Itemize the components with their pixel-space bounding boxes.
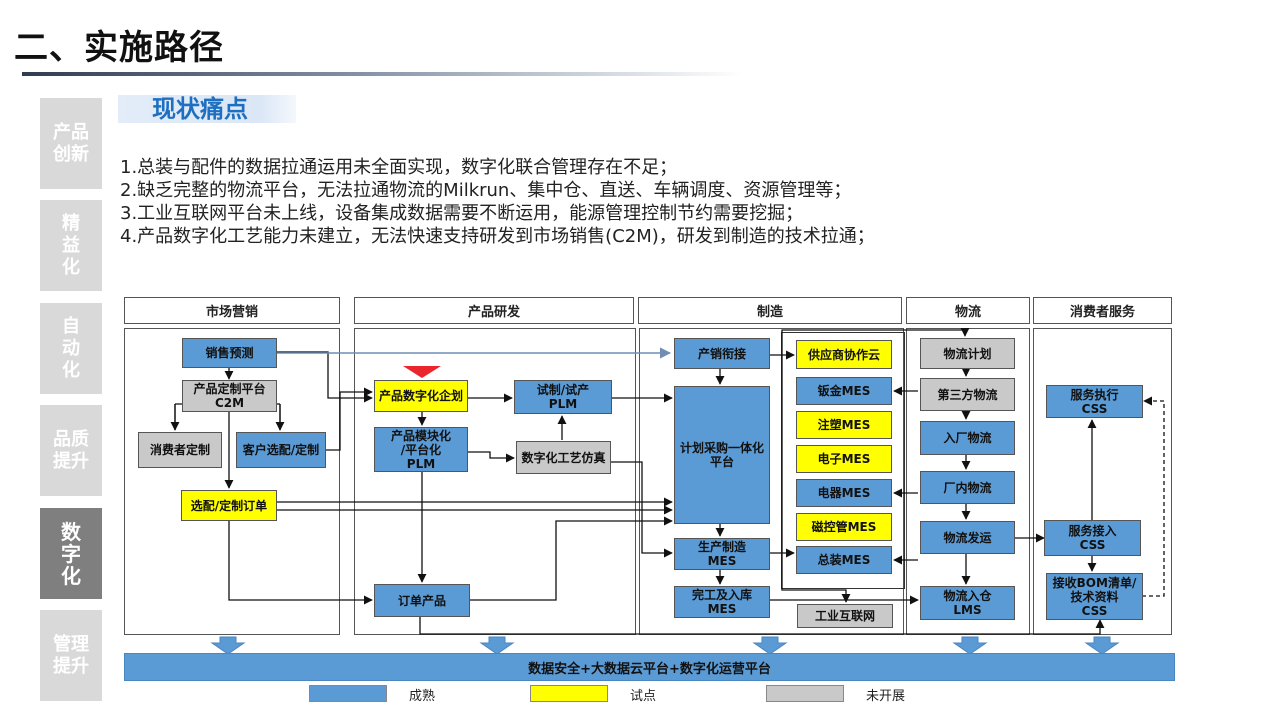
- node-service-access[interactable]: 服务接入 CSS: [1044, 520, 1141, 556]
- side-tab-label: 自 动 化: [62, 315, 80, 381]
- column-header-manufacturing: 制造: [638, 297, 902, 324]
- node-label: 工业互联网: [814, 609, 875, 623]
- legend-swatch-not-started: [766, 685, 844, 702]
- node-finish-mes[interactable]: 完工及入库 MES: [674, 586, 770, 618]
- node-sheet-metal-mes[interactable]: 钣金MES: [796, 377, 892, 405]
- node-label: 物流入仓 LMS: [943, 589, 992, 617]
- node-label: 选配/定制订单: [190, 498, 268, 513]
- node-lms[interactable]: 物流入仓 LMS: [920, 586, 1015, 620]
- node-sales-link[interactable]: 产销衔接: [674, 338, 770, 369]
- node-service-exec[interactable]: 服务执行 CSS: [1046, 385, 1143, 418]
- side-tab-quality[interactable]: 品质 提升: [40, 405, 102, 496]
- node-label: 数字化工艺仿真: [521, 450, 606, 465]
- node-label: 产品模块化 /平台化 PLM: [390, 428, 451, 471]
- side-tab-lean[interactable]: 精 益 化: [40, 200, 102, 291]
- issue-item: 4.产品数字化工艺能力未建立，无法快速支持研发到市场销售(C2M)，研发到制造的…: [120, 226, 875, 247]
- node-label: 消费者定制: [149, 443, 210, 457]
- column-header-logistics: 物流: [906, 297, 1030, 324]
- node-third-party-logistics[interactable]: 第三方物流: [920, 378, 1015, 411]
- node-appliance-mes[interactable]: 电器MES: [796, 479, 892, 507]
- node-label: 钣金MES: [817, 384, 871, 398]
- node-label: 试制/试产 PLM: [536, 383, 590, 411]
- node-label: 接收BOM清单/ 技术资料 CSS: [1052, 575, 1137, 618]
- node-label: 电子MES: [817, 452, 871, 466]
- node-label: 厂内物流: [943, 480, 992, 495]
- node-assembly-mes[interactable]: 总装MES: [796, 546, 892, 574]
- node-dispatch[interactable]: 物流发运: [920, 521, 1015, 554]
- node-label: 物流发运: [943, 530, 992, 545]
- node-magnetron-mes[interactable]: 磁控管MES: [796, 513, 892, 541]
- node-label: 计划采购一体化 平台: [679, 441, 764, 469]
- node-plm-module[interactable]: 产品模块化 /平台化 PLM: [374, 427, 468, 472]
- node-custom-order[interactable]: 选配/定制订单: [181, 490, 277, 521]
- node-label: 注塑MES: [817, 418, 871, 432]
- issue-item: 1.总装与配件的数据拉通运用未全面实现，数字化联合管理存在不足；: [120, 157, 678, 178]
- node-industrial-internet[interactable]: 工业互联网: [797, 604, 893, 628]
- side-tab-label: 管理 提升: [53, 633, 89, 677]
- node-inbound-logistics[interactable]: 入厂物流: [920, 421, 1015, 455]
- node-supplier-cloud[interactable]: 供应商协作云: [796, 340, 892, 369]
- column-frame-marketing: [124, 328, 340, 635]
- node-c2m-platform[interactable]: 产品定制平台 C2M: [182, 380, 277, 412]
- node-label: 入厂物流: [943, 431, 992, 445]
- side-tab-automation[interactable]: 自 动 化: [40, 303, 102, 394]
- node-production-mes[interactable]: 生产制造 MES: [674, 538, 770, 570]
- node-label: 服务执行 CSS: [1070, 387, 1119, 416]
- column-header-consumer-service: 消费者服务: [1033, 297, 1172, 324]
- node-trial-plm[interactable]: 试制/试产 PLM: [514, 380, 612, 414]
- page-title: 二、实施路径: [14, 28, 224, 68]
- node-purchase-plan[interactable]: 计划采购一体化 平台: [674, 386, 770, 524]
- column-header-rnd: 产品研发: [354, 297, 634, 324]
- side-tab-label: 数 字 化: [61, 519, 81, 588]
- node-consumer-custom[interactable]: 消费者定制: [138, 432, 222, 468]
- legend-label-not-started: 未开展: [866, 689, 906, 704]
- node-customer-select[interactable]: 客户选配/定制: [236, 432, 326, 468]
- node-label: 物流计划: [943, 346, 992, 361]
- legend-swatch-mature: [309, 685, 387, 702]
- node-label: 电器MES: [817, 486, 871, 500]
- legend-label-pilot: 试点: [630, 689, 657, 704]
- section-label: 现状痛点: [118, 95, 296, 123]
- node-label: 销售预测: [205, 346, 254, 360]
- node-label: 产销衔接: [697, 346, 746, 361]
- side-tab-digitalization[interactable]: 数 字 化: [40, 508, 102, 599]
- node-digital-planning[interactable]: 产品数字化企划: [374, 380, 468, 412]
- node-logistics-plan[interactable]: 物流计划: [920, 338, 1015, 369]
- node-sales-forecast[interactable]: 销售预测: [182, 338, 277, 368]
- node-order-product[interactable]: 订单产品: [374, 584, 470, 617]
- node-label: 总装MES: [817, 553, 871, 567]
- node-label: 完工及入库 MES: [691, 588, 752, 616]
- node-in-plant-logistics[interactable]: 厂内物流: [920, 471, 1015, 504]
- node-label: 供应商协作云: [807, 347, 880, 362]
- title-underline: [22, 72, 742, 76]
- node-label: 订单产品: [397, 593, 446, 608]
- node-label: 服务接入 CSS: [1068, 524, 1117, 552]
- issue-item: 3.工业互联网平台未上线，设备集成数据需要不断运用，能源管理控制节约需要挖掘；: [120, 203, 804, 224]
- legend-label-mature: 成熟: [409, 689, 436, 704]
- node-label: 磁控管MES: [811, 520, 877, 534]
- column-header-marketing: 市场营销: [124, 297, 340, 324]
- node-label: 客户选配/定制: [242, 443, 320, 457]
- node-injection-mes[interactable]: 注塑MES: [796, 411, 892, 439]
- node-bom-css[interactable]: 接收BOM清单/ 技术资料 CSS: [1046, 573, 1143, 620]
- side-tab-label: 精 益 化: [62, 212, 80, 278]
- side-tab-label: 产品 创新: [53, 121, 89, 165]
- node-label: 第三方物流: [937, 387, 998, 402]
- node-label: 产品定制平台 C2M: [193, 382, 266, 410]
- issue-list: 1.总装与配件的数据拉通运用未全面实现，数字化联合管理存在不足； 2.缺乏完整的…: [120, 156, 1220, 248]
- platform-bar: 数据安全+大数据云平台+数字化运营平台: [124, 653, 1175, 681]
- side-tab-management[interactable]: 管理 提升: [40, 610, 102, 701]
- side-tab-label: 品质 提升: [53, 428, 89, 472]
- node-electronics-mes[interactable]: 电子MES: [796, 445, 892, 473]
- side-tab-product-innovation[interactable]: 产品 创新: [40, 98, 102, 189]
- legend-swatch-pilot: [530, 685, 608, 702]
- issue-item: 2.缺乏完整的物流平台，无法拉通物流的Milkrun、集中仓、直送、车辆调度、资…: [120, 180, 852, 201]
- node-process-simulation[interactable]: 数字化工艺仿真: [516, 441, 611, 474]
- node-label: 产品数字化企划: [378, 389, 463, 403]
- node-label: 生产制造 MES: [697, 540, 746, 568]
